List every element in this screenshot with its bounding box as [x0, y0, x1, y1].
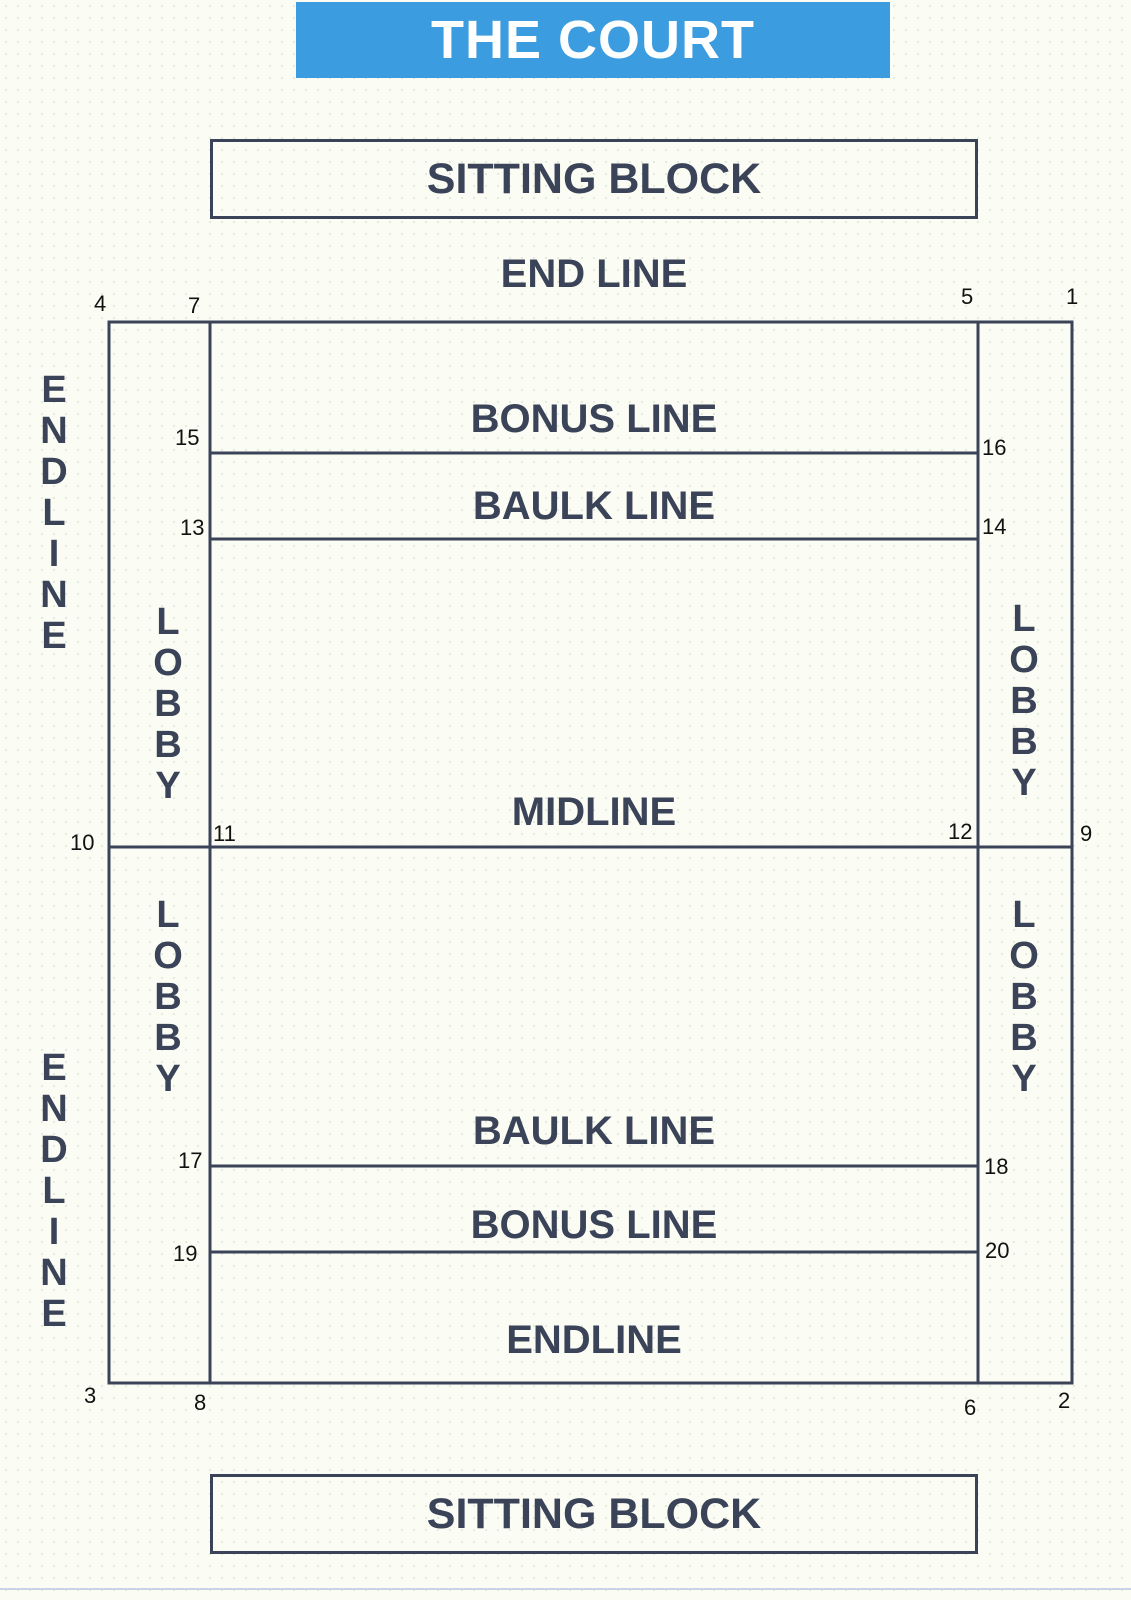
vertical-letter: B	[1010, 680, 1038, 722]
endline-bottom-label: ENDLINE	[506, 1318, 682, 1362]
vertical-letter: E	[41, 1047, 67, 1089]
vertical-letter: L	[156, 894, 180, 936]
vertical-letter: L	[156, 601, 180, 643]
vertical-letter: D	[40, 451, 68, 493]
end-line-top-label: END LINE	[500, 252, 688, 296]
vertical-letter: I	[48, 1211, 60, 1253]
point-11: 11	[213, 821, 236, 846]
point-18: 18	[984, 1154, 1009, 1179]
point-7: 7	[188, 293, 201, 318]
point-20: 20	[985, 1238, 1010, 1263]
sitting-block-bottom: SITTING BLOCK	[210, 1474, 978, 1554]
vertical-letter: E	[41, 369, 67, 411]
vertical-letter: B	[1010, 976, 1038, 1018]
vertical-letter: Y	[1011, 762, 1037, 804]
vertical-letter: O	[1009, 935, 1039, 977]
bottom-divider	[0, 1588, 1131, 1590]
vertical-letter: N	[40, 410, 68, 452]
vertical-letter: O	[153, 642, 183, 684]
point-1: 1	[1066, 284, 1079, 309]
vertical-letter: B	[154, 976, 182, 1018]
point-6: 6	[964, 1395, 977, 1420]
point-14: 14	[982, 514, 1007, 539]
vertical-letter: L	[42, 492, 66, 534]
vertical-letter: Y	[155, 1058, 181, 1100]
vertical-letter: L	[42, 1170, 66, 1212]
vertical-letter: Y	[1011, 1058, 1037, 1100]
point-16: 16	[982, 435, 1007, 460]
vertical-letter: B	[154, 683, 182, 725]
point-3: 3	[84, 1383, 97, 1408]
vertical-letter: B	[1010, 1017, 1038, 1059]
point-10: 10	[70, 830, 95, 855]
title-banner: THE COURT	[296, 2, 890, 78]
vertical-letter: L	[1012, 894, 1036, 936]
vertical-letter: E	[41, 1293, 67, 1335]
point-9: 9	[1080, 821, 1093, 846]
vertical-letter: N	[40, 1088, 68, 1130]
bonus-line-bottom-label: BONUS LINE	[470, 1203, 718, 1247]
vertical-letter: O	[1009, 639, 1039, 681]
vertical-letter: B	[154, 1017, 182, 1059]
vertical-letter: Y	[155, 765, 181, 807]
point-5: 5	[961, 284, 974, 309]
midline-label: MIDLINE	[511, 790, 677, 834]
point-4: 4	[94, 291, 107, 316]
court-outer-boundary	[107, 320, 1074, 1385]
vertical-letter: N	[40, 1252, 68, 1294]
diagram-title: THE COURT	[431, 10, 755, 70]
point-13: 13	[180, 515, 205, 540]
sitting-block-bottom-label: SITTING BLOCK	[426, 1489, 762, 1538]
vertical-letter: B	[1010, 721, 1038, 763]
vertical-letter: O	[153, 935, 183, 977]
point-12: 12	[948, 819, 973, 844]
point-15: 15	[175, 425, 200, 450]
sitting-block-top: SITTING BLOCK	[210, 139, 978, 219]
vertical-letter: I	[48, 533, 60, 575]
point-17: 17	[178, 1148, 203, 1173]
sitting-block-top-label: SITTING BLOCK	[426, 154, 762, 203]
vertical-letter: N	[40, 574, 68, 616]
point-2: 2	[1058, 1388, 1071, 1413]
vertical-letter: B	[154, 724, 182, 766]
bonus-line-top-label: BONUS LINE	[470, 397, 718, 441]
vertical-letter: L	[1012, 598, 1036, 640]
vertical-letter: D	[40, 1129, 68, 1171]
vertical-letter: E	[41, 615, 67, 657]
point-8: 8	[194, 1390, 207, 1415]
baulk-line-top-label: BAULK LINE	[472, 484, 716, 528]
point-19: 19	[173, 1241, 198, 1266]
baulk-line-bottom-label: BAULK LINE	[472, 1109, 716, 1153]
